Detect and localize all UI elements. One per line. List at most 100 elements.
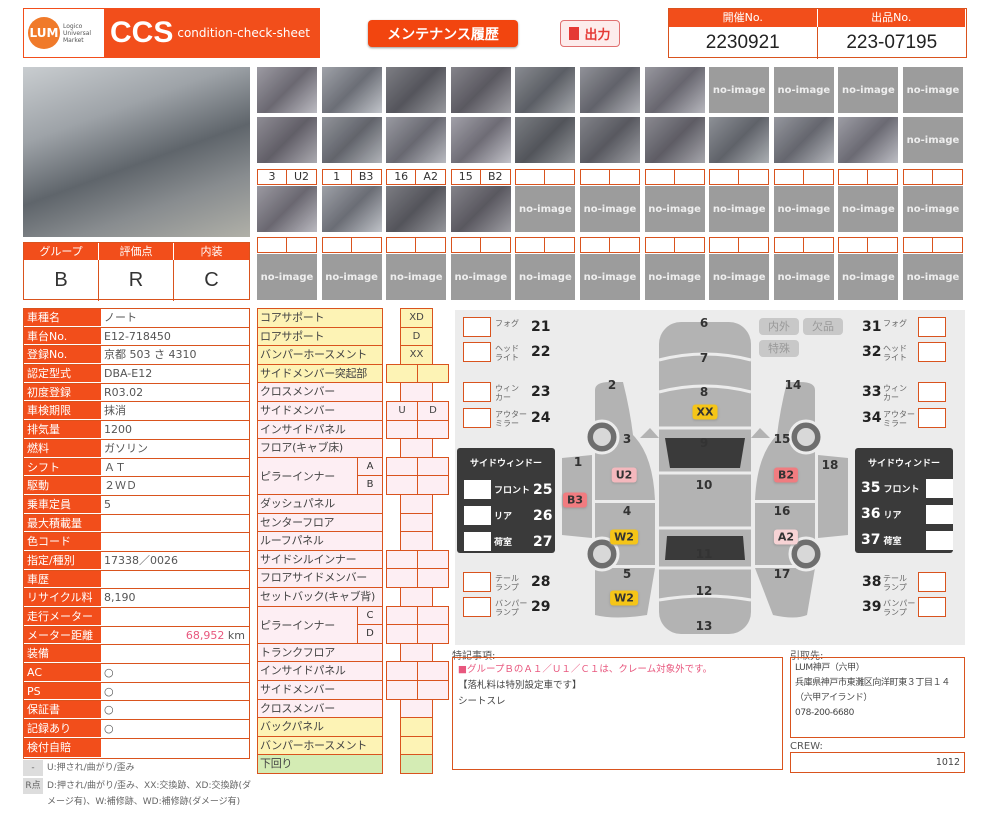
- part-check-box[interactable]: [463, 597, 491, 617]
- thumbnail-photo[interactable]: [515, 67, 576, 113]
- thumbnail-photo[interactable]: [386, 67, 447, 113]
- thumbnail-photo[interactable]: [257, 117, 317, 163]
- side-window-check-box[interactable]: [926, 530, 953, 550]
- damage-badge[interactable]: B3: [562, 492, 588, 508]
- inside-outside-button[interactable]: 内外: [759, 318, 799, 335]
- no-image-placeholder[interactable]: no-image: [709, 254, 770, 300]
- frame-check-cell[interactable]: XX: [400, 345, 433, 365]
- missing-parts-button[interactable]: 欠品: [803, 318, 843, 335]
- thumbnail-photo[interactable]: [515, 117, 576, 163]
- part-check-box[interactable]: [918, 342, 946, 362]
- no-image-placeholder[interactable]: no-image: [838, 67, 899, 113]
- side-window-check-box[interactable]: [464, 506, 491, 525]
- no-image-placeholder[interactable]: no-image: [580, 254, 640, 300]
- thumbnail-photo[interactable]: [580, 117, 640, 163]
- no-image-placeholder[interactable]: no-image: [773, 254, 834, 300]
- frame-check-cell[interactable]: [386, 680, 418, 700]
- no-image-placeholder[interactable]: no-image: [709, 186, 770, 232]
- frame-check-cell[interactable]: [417, 568, 449, 588]
- frame-check-cell[interactable]: [400, 438, 433, 458]
- frame-check-cell[interactable]: D: [417, 401, 449, 421]
- frame-check-cell[interactable]: [417, 605, 449, 626]
- damage-badge[interactable]: W2: [610, 529, 638, 545]
- side-window-check-box[interactable]: [926, 504, 953, 524]
- thumbnail-photo[interactable]: [773, 117, 834, 163]
- part-check-box[interactable]: [918, 572, 946, 592]
- frame-check-cell[interactable]: [400, 717, 433, 737]
- frame-check-cell[interactable]: [386, 363, 418, 384]
- thumbnail-photo[interactable]: [321, 117, 382, 163]
- no-image-placeholder[interactable]: no-image: [644, 186, 705, 232]
- frame-check-cell[interactable]: [417, 549, 449, 570]
- frame-check-cell[interactable]: [386, 624, 418, 644]
- thumbnail-photo[interactable]: [386, 186, 447, 232]
- frame-check-cell[interactable]: [417, 419, 449, 440]
- frame-check-cell[interactable]: [386, 568, 418, 588]
- no-image-placeholder[interactable]: no-image: [838, 186, 899, 232]
- no-image-placeholder[interactable]: no-image: [773, 186, 834, 232]
- pdf-export-button[interactable]: 出力: [560, 20, 620, 47]
- no-image-placeholder[interactable]: no-image: [903, 254, 963, 300]
- thumbnail-photo[interactable]: [257, 67, 317, 113]
- part-check-box[interactable]: [463, 382, 491, 402]
- no-image-placeholder[interactable]: no-image: [903, 117, 963, 163]
- no-image-placeholder[interactable]: no-image: [903, 67, 963, 113]
- special-button[interactable]: 特殊: [759, 340, 799, 357]
- no-image-placeholder[interactable]: no-image: [386, 254, 447, 300]
- thumbnail-photo[interactable]: [450, 186, 511, 232]
- thumbnail-photo[interactable]: [257, 186, 317, 232]
- no-image-placeholder[interactable]: no-image: [321, 254, 382, 300]
- thumbnail-photo[interactable]: [321, 186, 382, 232]
- no-image-placeholder[interactable]: no-image: [515, 254, 576, 300]
- frame-check-cell[interactable]: D: [400, 326, 433, 347]
- part-check-box[interactable]: [463, 408, 491, 428]
- frame-check-cell[interactable]: [400, 735, 433, 756]
- side-window-check-box[interactable]: [926, 478, 953, 498]
- thumbnail-photo[interactable]: [644, 67, 705, 113]
- no-image-placeholder[interactable]: no-image: [257, 254, 317, 300]
- frame-check-cell[interactable]: [417, 475, 449, 495]
- thumbnail-photo[interactable]: [321, 67, 382, 113]
- part-check-box[interactable]: [918, 317, 946, 337]
- part-check-box[interactable]: [463, 317, 491, 337]
- frame-check-cell[interactable]: [386, 661, 418, 681]
- maintenance-history-button[interactable]: メンテナンス履歴: [368, 20, 518, 47]
- main-vehicle-photo[interactable]: [23, 67, 250, 237]
- no-image-placeholder[interactable]: no-image: [580, 186, 640, 232]
- frame-check-cell[interactable]: U: [386, 401, 418, 421]
- no-image-placeholder[interactable]: no-image: [450, 254, 511, 300]
- part-check-box[interactable]: [463, 572, 491, 592]
- thumbnail-photo[interactable]: [580, 67, 640, 113]
- thumbnail-photo[interactable]: [709, 117, 770, 163]
- no-image-placeholder[interactable]: no-image: [838, 254, 899, 300]
- side-window-check-box[interactable]: [464, 532, 491, 551]
- frame-check-cell[interactable]: [417, 456, 449, 477]
- part-check-box[interactable]: [918, 382, 946, 402]
- part-check-box[interactable]: [918, 597, 946, 617]
- damage-badge[interactable]: W2: [610, 590, 638, 606]
- frame-check-cell[interactable]: [386, 456, 418, 477]
- frame-check-cell[interactable]: [400, 587, 433, 607]
- frame-check-cell[interactable]: [417, 661, 449, 681]
- frame-check-cell[interactable]: [386, 605, 418, 626]
- frame-check-cell[interactable]: [400, 698, 433, 719]
- part-check-box[interactable]: [463, 342, 491, 362]
- frame-check-cell[interactable]: [417, 680, 449, 700]
- thumbnail-photo[interactable]: [838, 117, 899, 163]
- no-image-placeholder[interactable]: no-image: [709, 67, 770, 113]
- thumbnail-photo[interactable]: [450, 117, 511, 163]
- frame-check-cell[interactable]: [386, 419, 418, 440]
- part-check-box[interactable]: [918, 408, 946, 428]
- no-image-placeholder[interactable]: no-image: [903, 186, 963, 232]
- damage-badge[interactable]: XX: [692, 404, 718, 420]
- no-image-placeholder[interactable]: no-image: [515, 186, 576, 232]
- frame-check-cell[interactable]: [386, 475, 418, 495]
- frame-check-cell[interactable]: [400, 512, 433, 533]
- damage-badge[interactable]: U2: [611, 467, 637, 483]
- frame-check-cell[interactable]: [417, 624, 449, 644]
- damage-badge[interactable]: A2: [773, 529, 799, 545]
- frame-check-cell[interactable]: XD: [400, 308, 433, 328]
- thumbnail-photo[interactable]: [644, 117, 705, 163]
- frame-check-cell[interactable]: [400, 494, 433, 514]
- thumbnail-photo[interactable]: [450, 67, 511, 113]
